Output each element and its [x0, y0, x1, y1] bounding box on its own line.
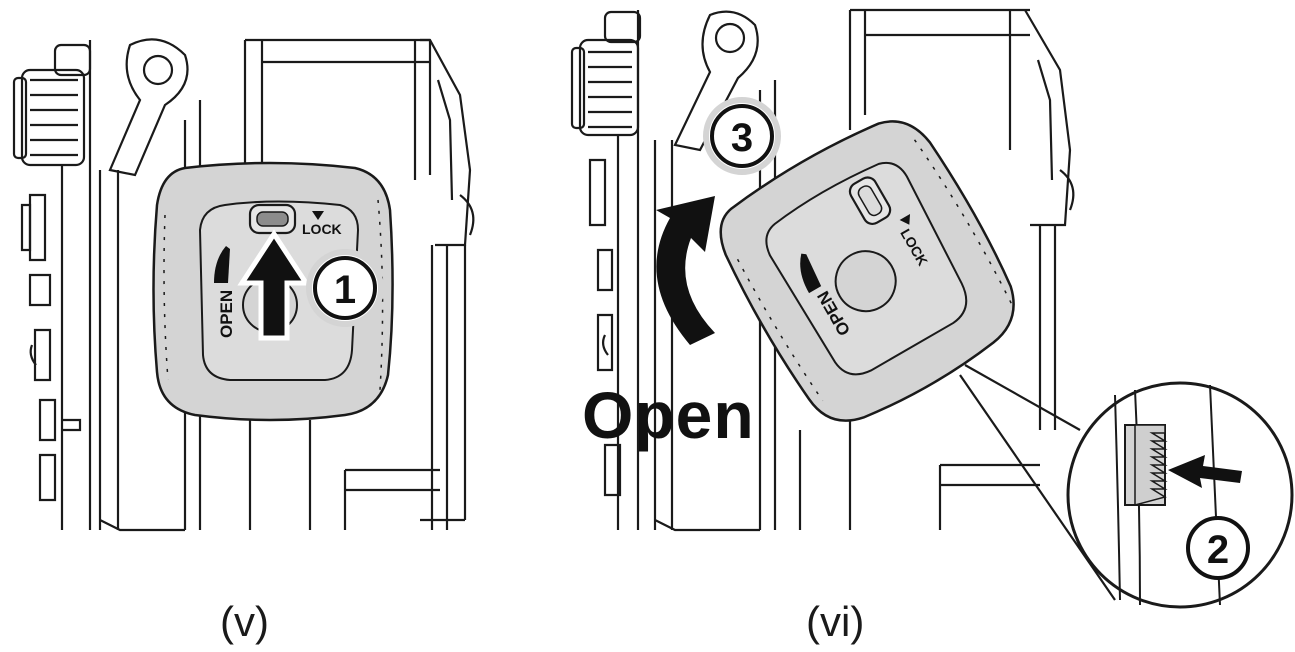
zoom-inset: 2 — [1066, 381, 1294, 609]
step-badge-1 — [313, 256, 377, 320]
panel-v: OPEN LOCK 1 (v) — [0, 0, 560, 652]
illustration-vi: OPEN LOCK Open 3 2 — [570, 8, 1294, 609]
lock-label-v: LOCK — [302, 221, 342, 237]
panel-vi: OPEN LOCK Open 3 2 (vi) — [560, 0, 1295, 652]
open-action-label: Open — [582, 378, 755, 452]
up-arrow-icon — [237, 229, 311, 341]
step-number-2: 2 — [1207, 528, 1229, 572]
caption-v: (v) — [220, 598, 269, 645]
step-badge-2 — [1186, 516, 1250, 580]
step-number-1: 1 — [334, 268, 356, 312]
rotate-arrow-icon — [656, 196, 715, 345]
open-label-v: OPEN — [217, 290, 236, 338]
step-number-3: 3 — [731, 116, 753, 160]
illustration-v: OPEN LOCK 1 — [12, 38, 475, 532]
caption-vi: (vi) — [806, 598, 865, 645]
step-badge-3 — [710, 104, 774, 168]
cover-vi: OPEN LOCK — [719, 120, 1015, 422]
push-arrow-icon — [1168, 455, 1242, 488]
